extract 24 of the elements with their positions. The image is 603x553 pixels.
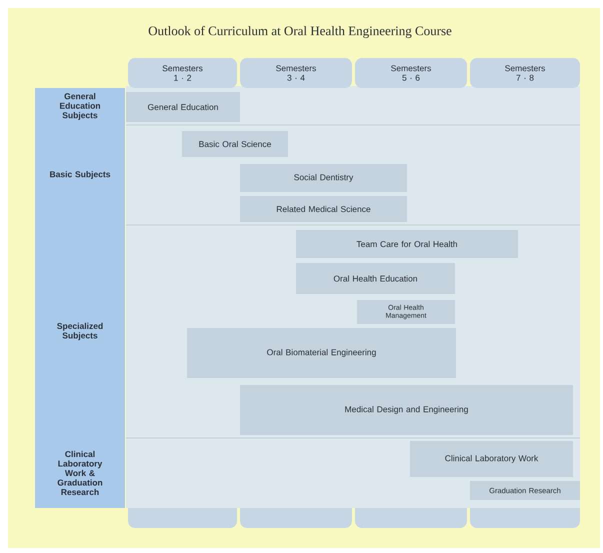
semester-tab: Semesters 1 · 2 [128,58,237,88]
course-bar: Team Care for Oral Health [296,230,518,258]
course-bar: General Education [126,92,240,122]
semester-tab: Semesters 7 · 8 [470,58,580,88]
column-foot [240,508,352,528]
category-band: Clinical Laboratory Work & Graduation Research [35,438,125,508]
course-bar: Clinical Laboratory Work [410,441,573,477]
semester-tab: Semesters 5 · 6 [355,58,467,88]
column-foot [470,508,580,528]
title: Outlook of Curriculum at Oral Health Engineering Course [148,26,452,38]
node-label: General Education Subjects [60,93,100,120]
course-bar: Medical Design and Engineering [240,385,573,435]
semester-tab: Semesters 3 · 4 [240,58,352,88]
course-bar: Oral Health Education [296,263,455,294]
column-foot [128,508,237,528]
course-bar: Social Dentistry [240,164,407,192]
category-band: General Education Subjects [35,88,125,125]
node-label: Clinical Laboratory Work & Graduation Research [58,450,102,496]
course-bar: Oral Biomaterial Engineering [187,328,456,378]
node-label: Basic Subjects [50,171,110,179]
course-bar: Basic Oral Science [182,131,288,157]
course-bar: Related Medical Science [240,196,407,222]
node-label: Specialized Subjects [57,322,103,340]
column-foot [355,508,467,528]
